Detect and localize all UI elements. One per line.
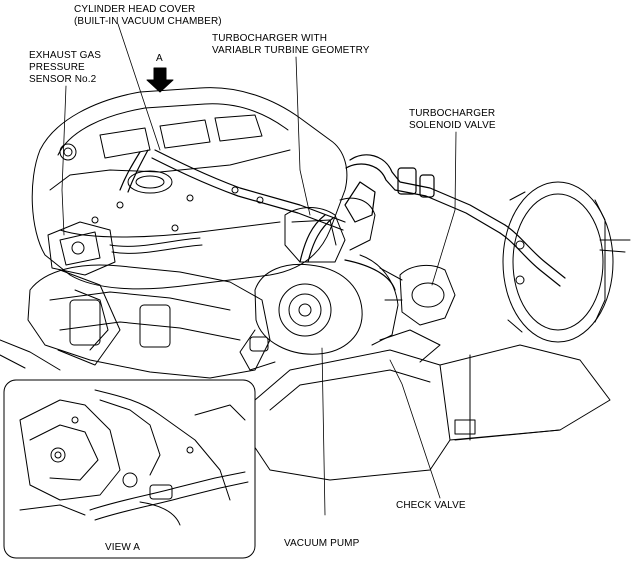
label-cylinder-head-cover: CYLINDER HEAD COVER (BUILT-IN VACUUM CHA… (74, 4, 222, 28)
label-exhaust-gas-sensor: EXHAUST GAS PRESSURE SENSOR No.2 (29, 50, 101, 86)
turbocharger (239, 197, 399, 371)
label-turbo-solenoid: TURBOCHARGER SOLENOID VALVE (409, 108, 496, 132)
lower-left-bracket (57, 269, 121, 366)
label-line: VACUUM PUMP (284, 538, 360, 549)
label-line: CYLINDER HEAD COVER (74, 4, 196, 15)
vacuum-hoses-lower (299, 214, 396, 291)
label-arrow-a: A (156, 53, 163, 65)
leader-lines (61, 23, 457, 516)
solenoid-valve (379, 264, 456, 326)
label-line: SOLENOID VALVE (409, 120, 496, 131)
vacuum-hose-upper (119, 149, 346, 231)
label-line: EXHAUST GAS (29, 50, 102, 61)
label-line: A (156, 53, 163, 64)
engine-block (31, 87, 348, 290)
label-check-valve: CHECK VALVE (396, 500, 466, 512)
solenoid-hose (344, 154, 566, 287)
label-turbo-vgt: TURBOCHARGER WITH VARIABLR TURBINE GEOME… (212, 33, 370, 57)
label-line: SENSOR No.2 (29, 74, 97, 85)
label-line: (BUILT-IN VACUUM CHAMBER) (74, 16, 222, 27)
label-line: TURBOCHARGER (409, 108, 496, 119)
label-line: TURBOCHARGER WITH (212, 33, 328, 44)
label-line: VARIABLR TURBINE GEOMETRY (212, 45, 370, 56)
label-line: VIEW A (105, 542, 141, 553)
view-a-arrow-icon (146, 67, 174, 93)
label-line: CHECK VALVE (396, 500, 466, 511)
exhaust-sensor-assembly (47, 221, 203, 276)
view-a-inset (3, 379, 256, 559)
intake-manifold (0, 264, 271, 379)
air-cleaner (249, 329, 611, 481)
label-line: PRESSURE (29, 62, 85, 73)
brake-booster (502, 181, 631, 343)
label-view-a: VIEW A (105, 542, 140, 554)
label-vacuum-pump: VACUUM PUMP (284, 538, 359, 550)
